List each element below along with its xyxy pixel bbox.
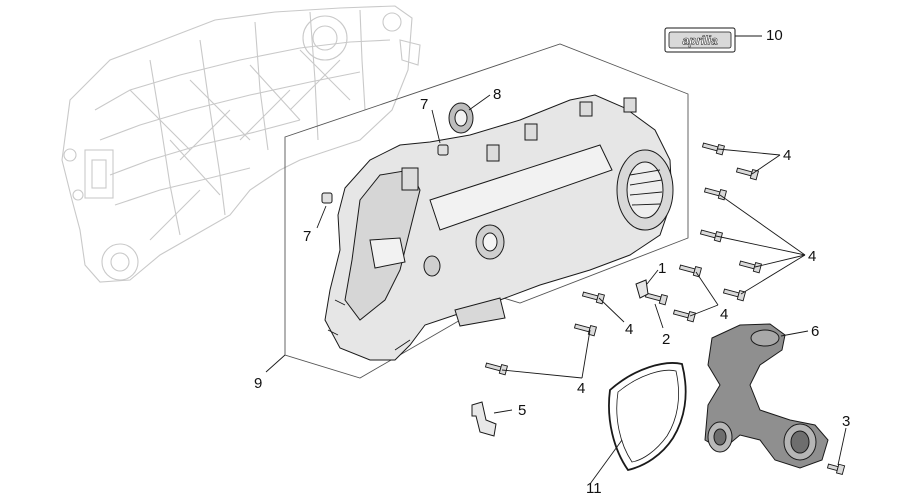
callout-11: 11 [586, 480, 602, 494]
callout-labels: 1 2 3 4 4 4 4 4 4 5 6 7 7 8 9 10 11 [254, 27, 850, 494]
callout-1: 1 [658, 260, 666, 277]
callout-4-c: 4 [720, 306, 728, 323]
cover-group-outline [284, 43, 689, 379]
dowel-pin-lower [321, 192, 333, 204]
callout-4-d: 4 [625, 321, 633, 338]
badge-text: aprilia [682, 34, 718, 48]
bracket-part [471, 401, 497, 437]
dowel-pin-upper [437, 144, 449, 156]
bolts [484, 142, 846, 476]
ghost-crankcase [61, 5, 421, 283]
callout-3: 3 [842, 413, 850, 430]
clip-part [635, 279, 649, 299]
callout-4-b: 4 [808, 248, 816, 265]
callout-6: 6 [811, 323, 819, 340]
callout-7-top: 7 [420, 96, 428, 113]
leader-lines [265, 35, 847, 485]
oil-seal [448, 102, 474, 134]
callout-8: 8 [493, 86, 501, 103]
intake-duct [704, 323, 829, 469]
callout-5: 5 [518, 402, 526, 419]
aprilia-badge: aprilia [664, 27, 736, 53]
callout-7-left: 7 [303, 228, 311, 245]
callout-4-e: 4 [577, 380, 585, 397]
gasket [608, 362, 687, 472]
callout-4-a: 4 [783, 147, 791, 164]
transmission-cover [324, 94, 674, 361]
callout-9: 9 [254, 375, 262, 392]
callout-10: 10 [766, 27, 783, 44]
callout-2: 2 [662, 331, 670, 348]
